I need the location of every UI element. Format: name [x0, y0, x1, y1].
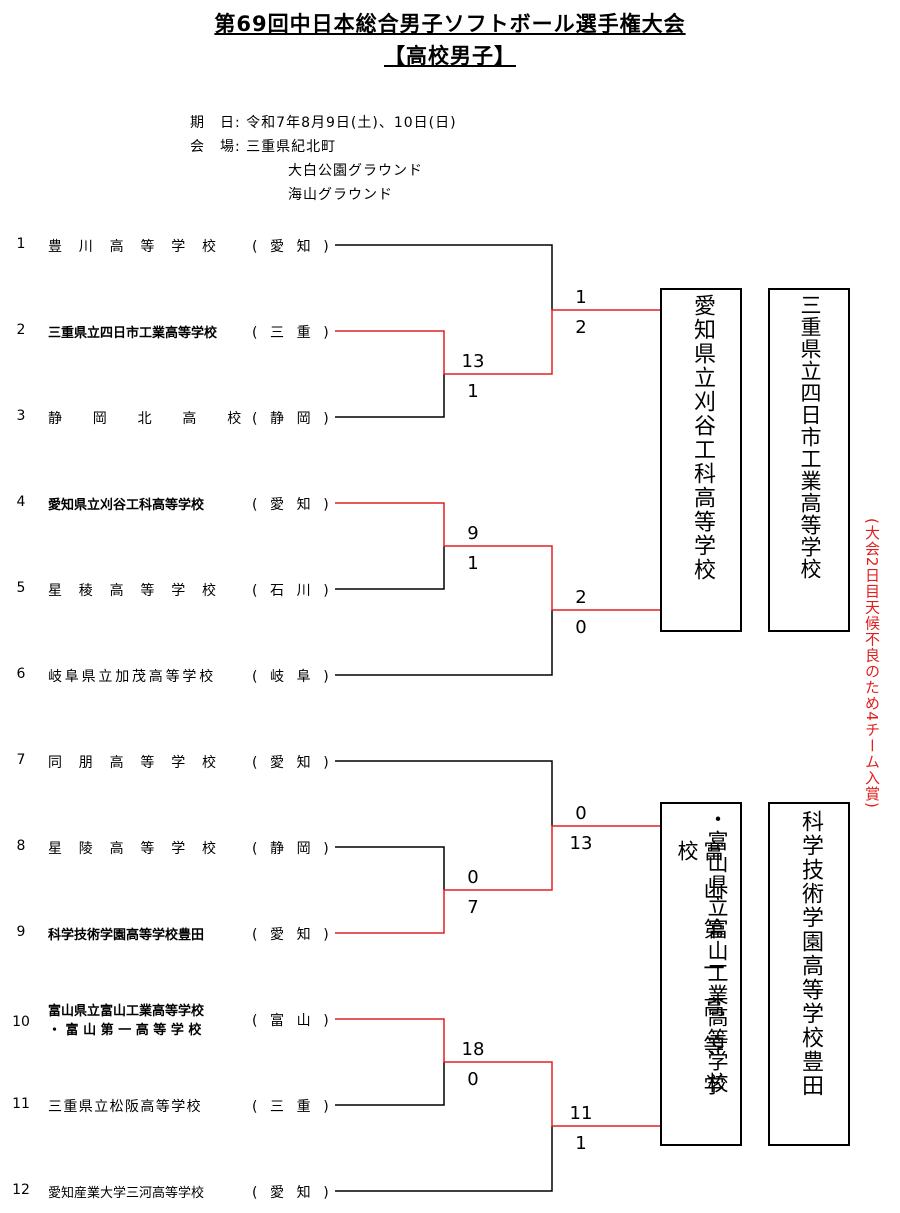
team-prefecture: (愛知)	[252, 1185, 342, 1201]
team-prefecture: (愛知)	[252, 239, 342, 255]
score: 1	[467, 381, 479, 402]
venue-row: 会 場: 三重県紀北町	[190, 136, 336, 156]
score: 0	[575, 803, 587, 824]
finalist-name: 科学技術学園高等学校豊田	[798, 810, 823, 1098]
team-number: 9	[16, 924, 26, 940]
team-number: 3	[16, 408, 26, 424]
score: 13	[569, 833, 593, 854]
date-row: 期 日: 令和7年8月9日(土)、10日(日)	[190, 112, 457, 132]
team-name: 三重県立四日市工業高等学校	[48, 326, 218, 341]
tournament-note: (大会2日目天候不良のため4チーム入賞)	[863, 518, 881, 809]
team-name: 静岡北高校	[48, 411, 272, 427]
team-prefecture: (三重)	[252, 1099, 342, 1115]
team-number: 10	[12, 1014, 30, 1030]
score: 7	[467, 897, 479, 918]
score: 18	[461, 1039, 485, 1060]
team-name-line1: 富山県立富山工業高等学校	[48, 1004, 205, 1019]
team-prefecture: (石川)	[252, 583, 342, 599]
date-label: 期 日:	[190, 115, 241, 131]
score: 13	[461, 351, 485, 372]
score: 1	[575, 287, 587, 308]
venue-label: 会 場:	[190, 139, 241, 155]
team-prefecture: (愛知)	[252, 927, 342, 943]
score: 9	[467, 523, 479, 544]
team-prefecture: (岐阜)	[252, 669, 342, 685]
ground-2: 海山グラウンド	[288, 187, 393, 203]
team-number: 11	[12, 1096, 30, 1112]
score: 0	[575, 617, 587, 638]
team-prefecture: (三重)	[252, 325, 342, 341]
team-name: 星稜高等学校	[48, 583, 233, 599]
team-number: 4	[16, 494, 26, 510]
score: 0	[467, 867, 479, 888]
team-prefecture: (愛知)	[252, 755, 342, 771]
team-number: 12	[12, 1182, 30, 1198]
score: 1	[575, 1133, 587, 1154]
team-name: 愛知県立刈谷工科高等学校	[48, 498, 205, 513]
finalist-name-col2: 富山第一高等学校	[675, 840, 725, 1113]
score: 2	[575, 587, 587, 608]
score: 1	[467, 553, 479, 574]
team-number: 7	[16, 752, 26, 768]
team-number: 2	[16, 322, 26, 338]
team-number: 5	[16, 580, 26, 596]
page-title: 第69回中日本総合男子ソフトボール選手権大会	[214, 12, 686, 36]
finalist-name-col1: ・富山県立富山工業高等学校	[705, 808, 729, 1094]
team-name: 岐阜県立加茂高等学校	[48, 669, 216, 685]
venue-value: 三重県紀北町	[246, 139, 337, 155]
page-subtitle: 【高校男子】	[384, 44, 516, 68]
team-name-line2: ・富山第一高等学校	[48, 1023, 206, 1038]
team-name: 豊川高等学校	[48, 239, 233, 255]
team-number: 8	[16, 838, 26, 854]
team-name: 愛知産業大学三河高等学校	[48, 1186, 205, 1201]
score: 2	[575, 317, 587, 338]
team-name: 星陵高等学校	[48, 841, 233, 857]
team-prefecture: (愛知)	[252, 497, 342, 513]
team-prefecture: (静岡)	[252, 841, 342, 857]
finalist-name: 愛知県立刈谷工科高等学校	[690, 294, 715, 582]
finalist-name: 三重県立四日市工業高等学校	[798, 294, 822, 580]
team-prefecture: (富山)	[252, 1013, 342, 1029]
team-number: 6	[16, 666, 26, 682]
team-name: 三重県立松阪高等学校	[48, 1099, 202, 1115]
team-prefecture: (静岡)	[252, 411, 342, 427]
finalist-box-yokkaichi: 三重県立四日市工業高等学校	[768, 288, 850, 632]
finalist-box-toyama: ・富山県立富山工業高等学校 富山第一高等学校	[660, 802, 742, 1146]
date-value: 令和7年8月9日(土)、10日(日)	[246, 115, 457, 131]
team-number: 1	[16, 236, 26, 252]
score: 0	[467, 1069, 479, 1090]
team-name: 同朋高等学校	[48, 755, 233, 771]
finalist-box-kagaku: 科学技術学園高等学校豊田	[768, 802, 850, 1146]
finalist-box-kariya: 愛知県立刈谷工科高等学校	[660, 288, 742, 632]
team-name: 科学技術学園高等学校豊田	[48, 928, 205, 943]
ground-1: 大白公園グラウンド	[288, 163, 423, 179]
score: 11	[569, 1103, 593, 1124]
